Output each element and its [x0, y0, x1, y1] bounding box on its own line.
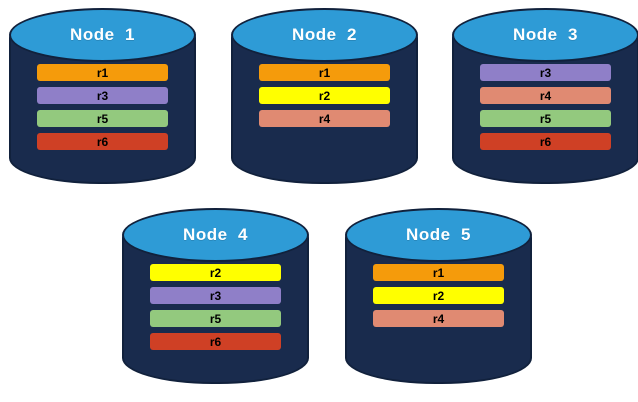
cylinder-top-disk — [122, 208, 309, 262]
cylinder-top-disk — [452, 8, 638, 62]
replica-bar-r3[interactable]: r3 — [480, 64, 611, 81]
node-label: Node 3 — [513, 25, 578, 44]
replica-bar-r1[interactable]: r1 — [37, 64, 168, 81]
replica-list: r1 r3 r5 r6 — [37, 64, 168, 150]
database-node-5[interactable]: Node 5 r1 r2 r4 — [345, 208, 532, 390]
replica-list: r2 r3 r5 r6 — [150, 264, 281, 350]
replica-bar-r4[interactable]: r4 — [373, 310, 504, 327]
node-label: Node 2 — [292, 25, 357, 44]
replica-bar-r1[interactable]: r1 — [259, 64, 390, 81]
cylinder-top-disk — [9, 8, 196, 62]
replica-bar-r6[interactable]: r6 — [150, 333, 281, 350]
node-label: Node 1 — [70, 25, 135, 44]
replica-bar-r3[interactable]: r3 — [150, 287, 281, 304]
database-node-4[interactable]: Node 4 r2 r3 r5 r6 — [122, 208, 309, 390]
replica-bar-r5[interactable]: r5 — [37, 110, 168, 127]
replica-bar-r2[interactable]: r2 — [373, 287, 504, 304]
replica-bar-r5[interactable]: r5 — [150, 310, 281, 327]
database-node-1[interactable]: Node 1 r1 r3 r5 r6 — [9, 8, 196, 188]
replica-bar-r2[interactable]: r2 — [259, 87, 390, 104]
replica-list: r1 r2 r4 — [259, 64, 390, 127]
cylinder-body — [452, 30, 638, 184]
replica-bar-r6[interactable]: r6 — [480, 133, 611, 150]
replica-bar-r4[interactable]: r4 — [480, 87, 611, 104]
replica-list: r3 r4 r5 r6 — [480, 64, 611, 150]
replica-bar-r1[interactable]: r1 — [373, 264, 504, 281]
replica-bar-r2[interactable]: r2 — [150, 264, 281, 281]
replica-bar-r3[interactable]: r3 — [37, 87, 168, 104]
cylinder-top-disk — [231, 8, 418, 62]
node-label: Node 5 — [406, 225, 471, 244]
replica-bar-r5[interactable]: r5 — [480, 110, 611, 127]
cylinder-top-disk — [345, 208, 532, 262]
replica-bar-r6[interactable]: r6 — [37, 133, 168, 150]
replica-list: r1 r2 r4 — [373, 264, 504, 327]
database-node-2[interactable]: Node 2 r1 r2 r4 — [231, 8, 418, 188]
database-node-3[interactable]: Node 3 r3 r4 r5 r6 — [452, 8, 638, 188]
replica-bar-r4[interactable]: r4 — [259, 110, 390, 127]
node-label: Node 4 — [183, 225, 248, 244]
